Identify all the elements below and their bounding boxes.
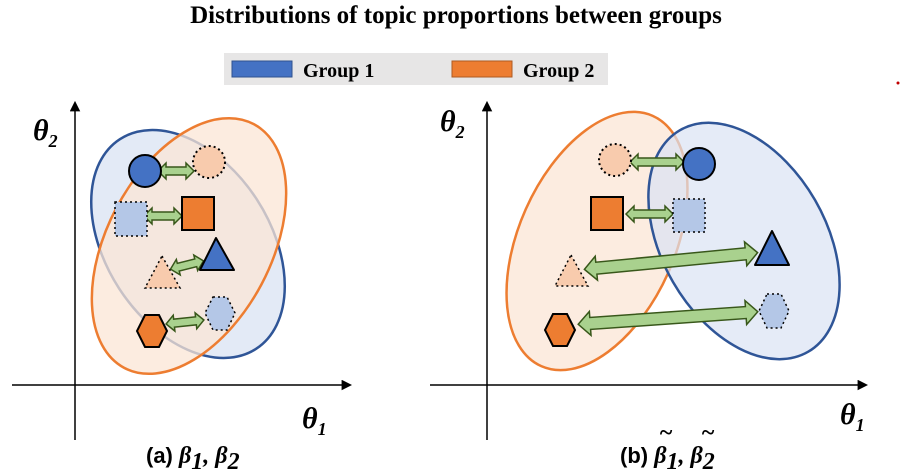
square-group-1-a	[114, 201, 148, 237]
legend: Group 1 Group 2	[224, 53, 608, 85]
y-axis-label-a: θ2	[33, 114, 58, 151]
square-group-1-b	[672, 198, 706, 233]
x-axis-label-a: θ1	[302, 402, 327, 439]
circle-group-1-a	[128, 154, 162, 188]
hexagon-group-2-b	[543, 313, 577, 347]
circle-group-2-a	[192, 145, 226, 179]
hexagon-group-1-a	[204, 296, 236, 331]
triangle-group-1-a	[199, 237, 235, 271]
arrow-triangle-b	[583, 240, 759, 282]
panel-b: θ2 θ1 (b) β1, β2	[430, 100, 869, 475]
legend-swatch-group-2	[451, 60, 513, 78]
legend-swatch-group-1	[231, 60, 293, 78]
x-axis-label-b: θ1	[840, 398, 865, 435]
legend-label-group-2: Group 2	[523, 60, 594, 82]
tilde-beta-1: ~	[659, 420, 673, 446]
group-2-ellipse-a	[90, 116, 288, 376]
figure-title: Distributions of topic proportions betwe…	[190, 2, 722, 29]
caption-a: (a) β1, β2	[146, 443, 240, 475]
arrow-hexagon-b	[577, 298, 759, 338]
panel-a: θ2 θ1 (a) β1, β2	[12, 100, 353, 475]
hexagon-group-2-a	[135, 314, 169, 348]
arrow-hexagon-a	[165, 311, 205, 333]
pair-arrows-b	[577, 152, 759, 338]
y-axis-label-b: θ2	[440, 105, 465, 142]
arrow-circle-a	[156, 161, 196, 181]
triangle-group-1-b	[754, 230, 790, 266]
pair-arrows-a	[142, 161, 205, 333]
circle-group-1-b	[682, 147, 716, 181]
stray-dot	[896, 81, 900, 85]
square-group-2-b	[590, 196, 624, 231]
square-group-2-a	[181, 196, 215, 231]
circle-group-2-b	[598, 143, 632, 177]
triangle-group-2-b	[553, 253, 590, 287]
triangle-group-2-a	[143, 254, 182, 289]
legend-label-group-1: Group 1	[303, 60, 374, 82]
tilde-beta-2: ~	[701, 420, 715, 446]
hexagon-group-1-b	[758, 293, 790, 329]
caption-b: (b) β1, β2	[620, 443, 715, 475]
